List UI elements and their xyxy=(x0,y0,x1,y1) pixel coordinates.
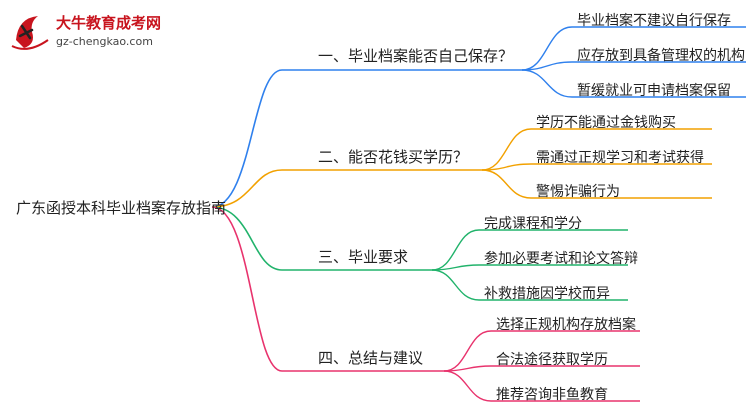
branch-2-label: 二、能否花钱买学历？ xyxy=(318,148,469,166)
leaf-connector-3-3 xyxy=(431,269,628,301)
leaf-1-2: 应存放到具备管理权的机构 xyxy=(577,48,745,64)
leaf-connector-3-1 xyxy=(431,229,628,271)
leaf-connector-3-2 xyxy=(431,264,628,271)
logo-url: gz-chengkao.com xyxy=(56,35,153,48)
leaf-connector-2-2 xyxy=(481,163,712,171)
leaf-4-1: 选择正规机构存放档案 xyxy=(496,317,636,333)
leaf-3-1: 完成课程和学分 xyxy=(484,216,582,232)
branch-connector-4 xyxy=(211,206,444,372)
leaf-3-2: 参加必要考试和论文答辩 xyxy=(484,251,638,267)
leaf-4-2: 合法途径获取学历 xyxy=(496,352,608,368)
leaf-connector-2-1 xyxy=(481,128,712,171)
site-logo[interactable]: 大牛教育成考网 gz-chengkao.com xyxy=(8,8,208,56)
branch-3-label: 三、毕业要求 xyxy=(318,248,409,266)
branch-connector-1 xyxy=(211,69,522,208)
branch-1-label: 一、毕业档案能否自己保存？ xyxy=(318,47,514,65)
leaf-2-3: 警惕诈骗行为 xyxy=(536,184,620,200)
leaf-connector-1-1 xyxy=(521,26,746,71)
leaf-1-3: 暂缓就业可申请档案保留 xyxy=(577,83,731,99)
branch-connector-3 xyxy=(211,206,432,271)
leaf-connector-4-1 xyxy=(443,330,640,372)
leaf-connector-4-3 xyxy=(443,370,640,402)
leaf-1-1: 毕业档案不建议自行保存 xyxy=(577,13,731,29)
bull-logo-icon xyxy=(11,16,49,50)
leaf-4-3: 推荐咨询非鱼教育 xyxy=(496,387,608,403)
leaf-connector-1-2 xyxy=(521,61,746,71)
branch-connector-2 xyxy=(211,169,482,208)
leaf-3-3: 补救措施因学校而异 xyxy=(484,286,610,302)
leaf-2-1: 学历不能通过金钱购买 xyxy=(536,115,676,131)
leaf-2-2: 需通过正规学习和考试获得 xyxy=(536,150,704,166)
branch-4-label: 四、总结与建议 xyxy=(318,349,424,367)
leaf-connector-2-3 xyxy=(481,169,712,199)
root-topic: 广东函授本科毕业档案存放指南 xyxy=(16,199,227,217)
logo-title: 大牛教育成考网 xyxy=(56,14,162,32)
leaf-connector-4-2 xyxy=(443,365,640,372)
leaf-connector-1-3 xyxy=(521,69,746,98)
